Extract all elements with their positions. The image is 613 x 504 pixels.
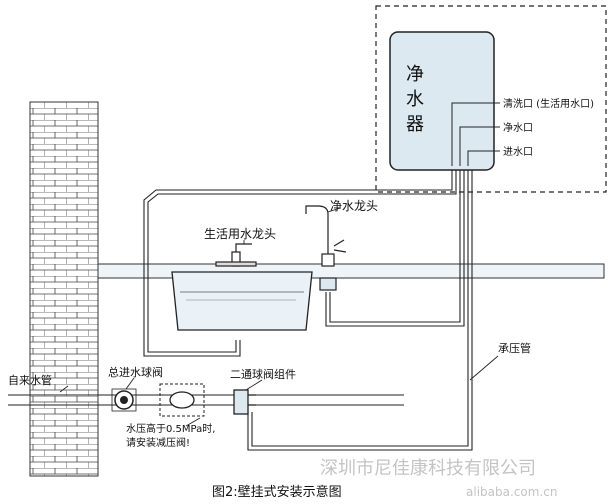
purifier-char-3: 器 <box>406 114 424 135</box>
watermark-site: alibaba.com.cn <box>466 485 557 499</box>
main-valve-label: 总进水球阀 <box>108 365 163 379</box>
pressure-note-line-2: 请安装减压阀! <box>126 436 190 449</box>
purifier-char-1: 净 <box>406 64 424 85</box>
water-purifier-unit <box>389 31 495 171</box>
pressure-note-line-1: 水压高于0.5MPa时, <box>126 422 215 435</box>
pure-faucet-label: 净水龙头 <box>330 199 378 213</box>
purifier-char-2: 水 <box>406 89 424 110</box>
main-ball-valve <box>111 388 137 412</box>
flush-port-label: 清洗口 (生活用水口) <box>503 97 594 110</box>
pressure-pipe-label: 承压管 <box>498 341 531 355</box>
inlet-port-label: 进水口 <box>503 146 533 158</box>
watermark-company: 深圳市尼佳康科技有限公司 <box>320 458 536 479</box>
life-water-faucet <box>215 243 257 267</box>
label-pointers <box>59 207 499 427</box>
tap-pipe-label: 自来水管 <box>8 373 52 387</box>
life-faucet-label: 生活用水龙头 <box>204 227 276 241</box>
figure-caption: 图2:壁挂式安装示意图 <box>212 484 342 500</box>
port-pointers <box>451 102 500 166</box>
sink <box>171 271 313 331</box>
tee-ball-valve <box>233 389 256 415</box>
pressure-reducing-valve <box>159 383 205 417</box>
brick-wall <box>29 101 99 477</box>
pure-port-label: 净水口 <box>503 121 533 134</box>
tee-valve-label: 二通球阀组件 <box>230 367 296 381</box>
pure-water-faucet <box>305 205 347 291</box>
cabinet-outline <box>375 5 607 193</box>
pipes <box>8 170 473 451</box>
